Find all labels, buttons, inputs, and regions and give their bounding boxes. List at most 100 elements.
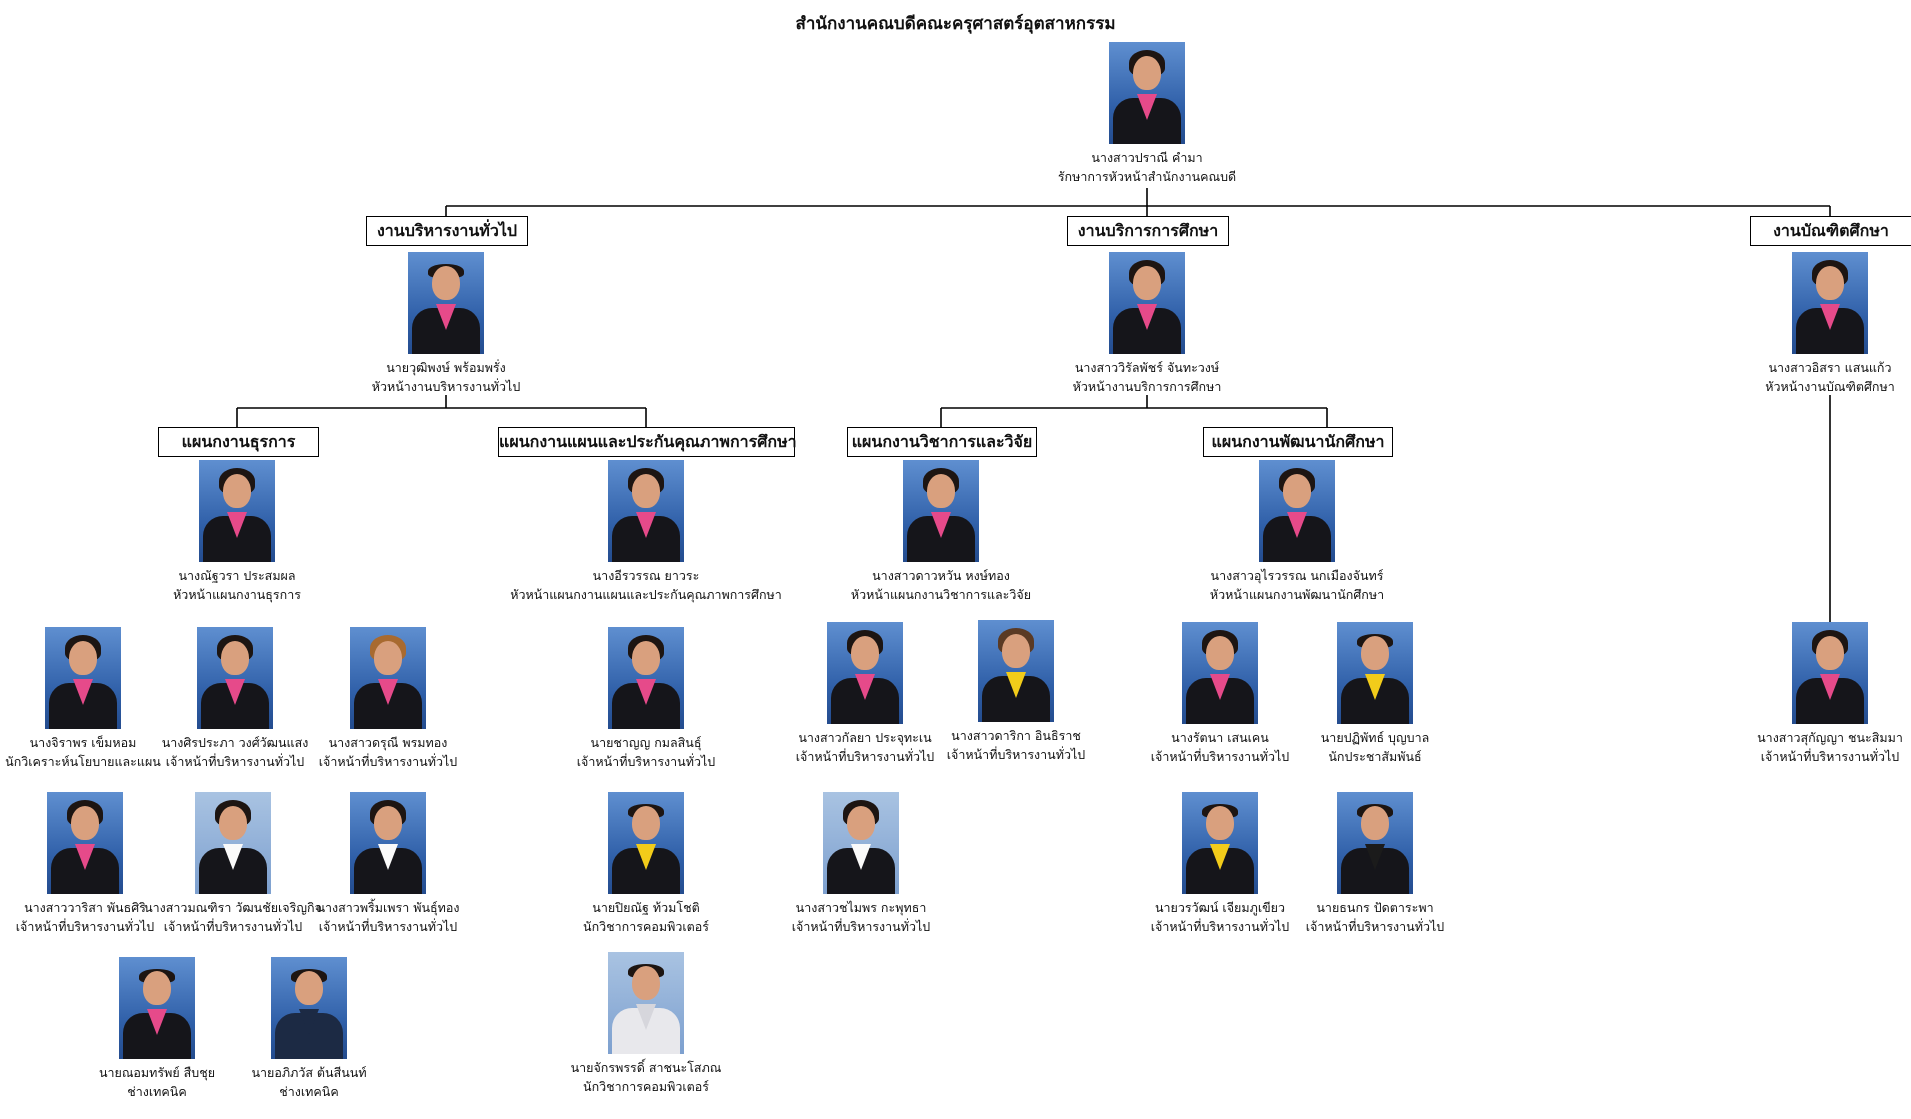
person-role: เจ้าหน้าที่บริหารงานทั่วไป bbox=[15, 919, 155, 934]
person-role: เจ้าหน้าที่บริหารงานทั่วไป bbox=[163, 919, 303, 934]
person-card: นายชาญญ กมลสินธุ์ เจ้าหน้าที่บริหารงานทั… bbox=[551, 627, 741, 771]
person-name: นางสาวสุกัญญา ชนะสิมมา bbox=[1757, 730, 1903, 745]
woman-portrait-photo bbox=[1259, 460, 1335, 562]
person-card: นางอีรวรรณ ยาวระ หัวหน้าแผนกงานแผนและประ… bbox=[496, 460, 796, 604]
woman-portrait-photo bbox=[1109, 42, 1185, 144]
person-name: นางสาวพริ้มเพรา พันธุ์ทอง bbox=[316, 900, 460, 915]
person-card: นางสาววาริสา พันธศิริ เจ้าหน้าที่บริหารง… bbox=[0, 792, 180, 936]
person-card: นางสาวปราณี คำมา รักษาการหัวหน้าสำนักงาน… bbox=[1052, 42, 1242, 186]
person-name: นายณอมทรัพย์ สืบชุย bbox=[98, 1065, 216, 1080]
person-role: หัวหน้างานบัณฑิตศึกษา bbox=[1765, 379, 1895, 394]
person-name: นายปิยณัฐ ท้วมโชติ bbox=[592, 900, 700, 915]
person-role: หัวหน้าแผนกงานพัฒนานักศึกษา bbox=[1209, 587, 1385, 602]
person-name: นางสาววาริสา พันธศิริ bbox=[24, 900, 146, 915]
woman-portrait-photo bbox=[45, 627, 121, 729]
person-role: หัวหน้างานบริการการศึกษา bbox=[1072, 379, 1222, 394]
person-name: นางจิราพร เข็มหอม bbox=[29, 735, 137, 750]
section-box-student-development: แผนกงานพัฒนานักศึกษา bbox=[1203, 427, 1393, 457]
person-role: หัวหน้าแผนกงานธุรการ bbox=[173, 587, 301, 602]
person-card: นางสาววิรัลพัชร์ จันทะวงษ์ หัวหน้างานบริ… bbox=[1052, 252, 1242, 396]
woman-portrait-photo bbox=[823, 792, 899, 894]
person-role: เจ้าหน้าที่บริหารงานทั่วไป bbox=[318, 919, 458, 934]
woman-portrait-photo bbox=[1792, 252, 1868, 354]
woman-portrait-photo bbox=[1182, 622, 1258, 724]
person-card: นายปฏิพัทธ์ บุญบาล นักประชาสัมพันธ์ bbox=[1280, 622, 1470, 766]
person-name: นางสาวดรุณี พรมทอง bbox=[328, 735, 448, 750]
man-portrait-photo bbox=[608, 627, 684, 729]
person-card: นางรัตนา เสนเคน เจ้าหน้าที่บริหารงานทั่ว… bbox=[1125, 622, 1315, 766]
person-role: เจ้าหน้าที่บริหารงานทั่วไป bbox=[1760, 749, 1900, 764]
chart-title: สำนักงานคณบดีคณะครุศาสตร์อุตสาหกรรม bbox=[795, 14, 1116, 34]
man-portrait-photo bbox=[271, 957, 347, 1059]
person-name: นางสาวกัลยา ประจุทะเน bbox=[798, 730, 932, 745]
person-name: นางสาวอุไรวรรณ นกเมืองจันทร์ bbox=[1210, 568, 1384, 583]
person-name: นางสาวมณฑิรา วัฒนชัยเจริญกิจ bbox=[144, 900, 322, 915]
person-card: นายวุฒิพงษ์ พร้อมพรั่ง หัวหน้างานบริหารง… bbox=[351, 252, 541, 396]
person-role: เจ้าหน้าที่บริหารงานทั่วไป bbox=[576, 754, 716, 769]
person-role: รักษาการหัวหน้าสำนักงานคณบดี bbox=[1057, 169, 1237, 184]
unit-box-academic-services: งานบริการการศึกษา bbox=[1067, 216, 1229, 246]
person-name: นางสาววิรัลพัชร์ จันทะวงษ์ bbox=[1074, 360, 1220, 375]
person-role: เจ้าหน้าที่บริหารงานทั่วไป bbox=[318, 754, 458, 769]
woman-portrait-photo bbox=[978, 620, 1054, 722]
woman-portrait-photo bbox=[903, 460, 979, 562]
person-card: นางสาวมณฑิรา วัฒนชัยเจริญกิจ เจ้าหน้าที่… bbox=[138, 792, 328, 936]
person-name: นายปฏิพัทธ์ บุญบาล bbox=[1320, 730, 1430, 745]
person-role: หัวหน้าแผนกงานแผนและประกันคุณภาพการศึกษา bbox=[510, 587, 782, 602]
woman-portrait-photo bbox=[350, 792, 426, 894]
person-card: นางสาวกัลยา ประจุทะเน เจ้าหน้าที่บริหารง… bbox=[770, 622, 960, 766]
person-card: นายณอมทรัพย์ สืบชุย ช่างเทคนิค bbox=[62, 957, 252, 1101]
person-name: นางสาวอิสรา แสนแก้ว bbox=[1768, 360, 1892, 375]
person-name: นางสาวดาวหวัน หงษ์ทอง bbox=[872, 568, 1010, 583]
person-role: นักประชาสัมพันธ์ bbox=[1328, 749, 1422, 764]
person-role: เจ้าหน้าที่บริหารงานทั่วไป bbox=[165, 754, 305, 769]
person-role: ช่างเทคนิค bbox=[127, 1084, 187, 1099]
person-role: หัวหน้าแผนกงานวิชาการและวิจัย bbox=[850, 587, 1032, 602]
woman-portrait-photo bbox=[827, 622, 903, 724]
woman-portrait-photo bbox=[1109, 252, 1185, 354]
person-name: นายวรวัฒน์ เจียมภูเขียว bbox=[1154, 900, 1285, 915]
man-portrait-photo bbox=[608, 792, 684, 894]
person-role: เจ้าหน้าที่บริหารงานทั่วไป bbox=[946, 747, 1086, 762]
person-card: นางสาวอิสรา แสนแก้ว หัวหน้างานบัณฑิตศึกษ… bbox=[1735, 252, 1911, 396]
person-name: นายชาญญ กมลสินธุ์ bbox=[590, 735, 702, 750]
person-role: เจ้าหน้าที่บริหารงานทั่วไป bbox=[791, 919, 931, 934]
person-card: นางศิรประภา วงศ์วัฒนแสง เจ้าหน้าที่บริหา… bbox=[140, 627, 330, 771]
person-card: นายปิยณัฐ ท้วมโชติ นักวิชาการคอมพิวเตอร์ bbox=[551, 792, 741, 936]
person-card: นายอภิภวัส ต้นสีนนท์ ช่างเทคนิค bbox=[214, 957, 404, 1101]
person-role: เจ้าหน้าที่บริหารงานทั่วไป bbox=[1150, 749, 1290, 764]
person-role: นักวิเคราะห์นโยบายและแผน bbox=[5, 754, 161, 769]
person-card: นางสาวดาริกา อินธิราช เจ้าหน้าที่บริหารง… bbox=[921, 620, 1111, 764]
woman-portrait-photo bbox=[1792, 622, 1868, 724]
person-name: นางสาวดาริกา อินธิราช bbox=[951, 728, 1081, 743]
person-name: นายธนกร ปัดตาระพา bbox=[1316, 900, 1434, 915]
person-role: นักวิชาการคอมพิวเตอร์ bbox=[583, 919, 709, 934]
person-card: นางสาวอุไรวรรณ นกเมืองจันทร์ หัวหน้าแผนก… bbox=[1202, 460, 1392, 604]
person-role: เจ้าหน้าที่บริหารงานทั่วไป bbox=[1150, 919, 1290, 934]
person-card: นายวรวัฒน์ เจียมภูเขียว เจ้าหน้าที่บริหา… bbox=[1125, 792, 1315, 936]
man-portrait-photo bbox=[1182, 792, 1258, 894]
person-role: หัวหน้างานบริหารงานทั่วไป bbox=[371, 379, 521, 394]
woman-portrait-photo bbox=[47, 792, 123, 894]
person-role: ช่างเทคนิค bbox=[279, 1084, 339, 1099]
person-name: นายวุฒิพงษ์ พร้อมพรั่ง bbox=[386, 360, 506, 375]
woman-portrait-photo bbox=[195, 792, 271, 894]
person-role: นักวิชาการคอมพิวเตอร์ bbox=[583, 1079, 709, 1094]
person-card: นายธนกร ปัดตาระพา เจ้าหน้าที่บริหารงานทั… bbox=[1280, 792, 1470, 936]
man-portrait-photo bbox=[1337, 792, 1413, 894]
man-portrait-photo bbox=[119, 957, 195, 1059]
person-name: นางสาวชไมพร กะพุทธา bbox=[795, 900, 927, 915]
person-name: นางศิรประภา วงศ์วัฒนแสง bbox=[161, 735, 309, 750]
woman-portrait-photo bbox=[350, 627, 426, 729]
person-card: นางจิราพร เข็มหอม นักวิเคราะห์นโยบายและแ… bbox=[0, 627, 178, 771]
person-card: นายจักรพรรดิ์ สาชนะโสภณ นักวิชาการคอมพิว… bbox=[551, 952, 741, 1096]
person-card: นางสาวพริ้มเพรา พันธุ์ทอง เจ้าหน้าที่บริ… bbox=[293, 792, 483, 936]
man-portrait-photo bbox=[608, 952, 684, 1054]
person-role: เจ้าหน้าที่บริหารงานทั่วไป bbox=[1305, 919, 1445, 934]
person-name: นางสาวปราณี คำมา bbox=[1091, 150, 1203, 165]
woman-portrait-photo bbox=[199, 460, 275, 562]
section-box-planning-qa: แผนกงานแผนและประกันคุณภาพการศึกษา bbox=[498, 427, 797, 457]
woman-portrait-photo bbox=[197, 627, 273, 729]
person-name: นางณัฐวรา ประสมผล bbox=[178, 568, 296, 583]
